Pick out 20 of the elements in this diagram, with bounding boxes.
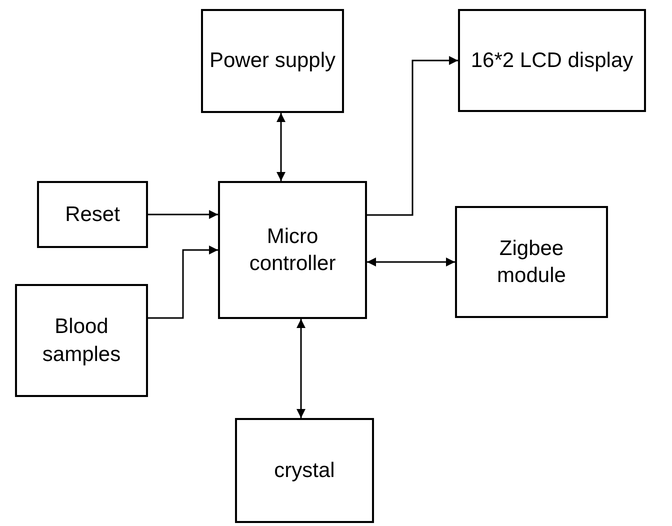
block-label: Power supply (208, 48, 337, 74)
block-label: crystal (273, 458, 336, 484)
block-label: Reset (64, 202, 121, 228)
block-label: Blood samples (41, 314, 122, 368)
arrow (148, 246, 218, 319)
arrow (367, 56, 458, 216)
block-label: Zigbee module (496, 236, 567, 289)
arrow (148, 210, 218, 219)
arrow (296, 319, 306, 418)
arrow (367, 258, 455, 266)
block-box (218, 181, 367, 319)
block-label: Micro controller (248, 224, 337, 277)
block-box (37, 181, 148, 248)
block-box (458, 9, 646, 112)
block-label: 16*2 LCD display (470, 48, 634, 74)
arrow (276, 113, 286, 181)
block-box (15, 284, 148, 397)
block-box (201, 9, 344, 113)
block-box (455, 206, 608, 318)
block-box (235, 418, 374, 523)
